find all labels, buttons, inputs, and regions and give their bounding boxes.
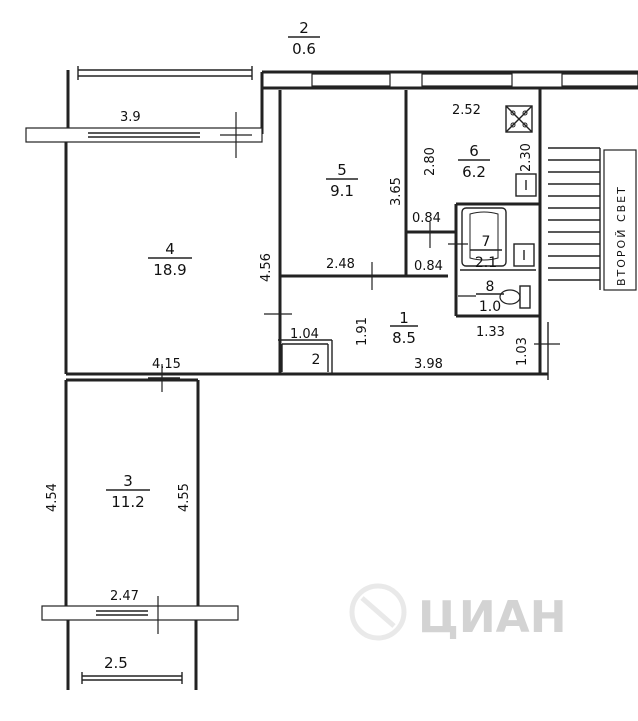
dim-label: 3.65 bbox=[389, 177, 404, 206]
dim-label: 1.03 bbox=[515, 337, 530, 366]
dim-label: 3.98 bbox=[414, 357, 443, 372]
room-area: 8.5 bbox=[392, 329, 416, 347]
room-area: 6.2 bbox=[462, 163, 486, 181]
room-area: 1.0 bbox=[479, 299, 501, 315]
dim-label: 3.9 bbox=[120, 110, 141, 125]
window-stair bbox=[561, 73, 638, 87]
room-5-label: 5 9.1 bbox=[326, 161, 358, 200]
stove-icon bbox=[505, 105, 533, 133]
closet-label: 2 bbox=[312, 352, 321, 368]
stairwell: ВТОРОЙ СВЕТ bbox=[548, 147, 637, 291]
room-area: 0.6 bbox=[292, 40, 316, 58]
window-room3 bbox=[41, 605, 239, 621]
room-8-label: 8 1.0 bbox=[476, 279, 504, 315]
dim-label: 1.33 bbox=[476, 325, 505, 340]
room-6-label: 6 6.2 bbox=[458, 142, 490, 181]
dim-label: 2.52 bbox=[452, 103, 481, 118]
room-area: 18.9 bbox=[153, 261, 186, 279]
bath-sink-icon bbox=[513, 243, 535, 267]
window-room5 bbox=[311, 73, 391, 87]
room-7-label: 7 2.1 bbox=[470, 234, 502, 271]
dim-label: 2.47 bbox=[110, 589, 139, 604]
room-area: 11.2 bbox=[111, 493, 144, 511]
room-number: 2 bbox=[299, 19, 309, 37]
walls bbox=[64, 88, 549, 380]
room-number: 6 bbox=[469, 142, 479, 160]
dimension-labels: 3.9 3.65 2.80 2.52 2.30 0.84 0.84 4.56 2… bbox=[45, 103, 534, 672]
window-room6 bbox=[421, 73, 513, 87]
room-number: 1 bbox=[399, 309, 409, 327]
room3-walls bbox=[41, 377, 239, 690]
window-room4 bbox=[25, 112, 263, 158]
dim-label: 0.84 bbox=[412, 211, 441, 226]
room-number: 4 bbox=[165, 240, 175, 258]
room-3-label: 3 11.2 bbox=[106, 472, 150, 511]
dim-label: 4.54 bbox=[45, 483, 60, 512]
toilet-icon bbox=[499, 285, 531, 309]
dim-label: 4.15 bbox=[152, 357, 181, 372]
room-number: 7 bbox=[482, 234, 491, 250]
dim-label: 1.91 bbox=[355, 317, 370, 346]
watermark-text: ЦИАН bbox=[418, 592, 567, 643]
stair-label: ВТОРОЙ СВЕТ bbox=[615, 185, 628, 286]
watermark-logo-icon bbox=[349, 583, 407, 641]
room-area: 9.1 bbox=[330, 182, 354, 200]
bathtub-icon bbox=[461, 207, 507, 267]
room-number: 3 bbox=[123, 472, 133, 490]
dim-label: 4.56 bbox=[259, 253, 274, 282]
dim-label: 1.04 bbox=[290, 327, 319, 342]
balcony-top bbox=[66, 66, 253, 128]
room-number: 8 bbox=[486, 279, 495, 295]
room-4-label: 4 18.9 bbox=[148, 240, 192, 279]
dim-label: 2.5 bbox=[104, 654, 128, 672]
dim-label: 0.84 bbox=[414, 259, 443, 274]
top-wall bbox=[260, 70, 638, 134]
dim-label: 2.48 bbox=[326, 257, 355, 272]
dim-label: 4.55 bbox=[177, 483, 192, 512]
dim-label: 2.80 bbox=[423, 147, 438, 176]
dim-label: 2.30 bbox=[519, 143, 534, 172]
room-2-label: 2 0.6 bbox=[288, 19, 320, 58]
watermark: ЦИАН bbox=[349, 583, 567, 643]
kitchen-sink-icon bbox=[515, 173, 537, 197]
room-number: 5 bbox=[337, 161, 347, 179]
room-1-label: 1 8.5 bbox=[390, 309, 418, 347]
room-area: 2.1 bbox=[475, 255, 497, 271]
